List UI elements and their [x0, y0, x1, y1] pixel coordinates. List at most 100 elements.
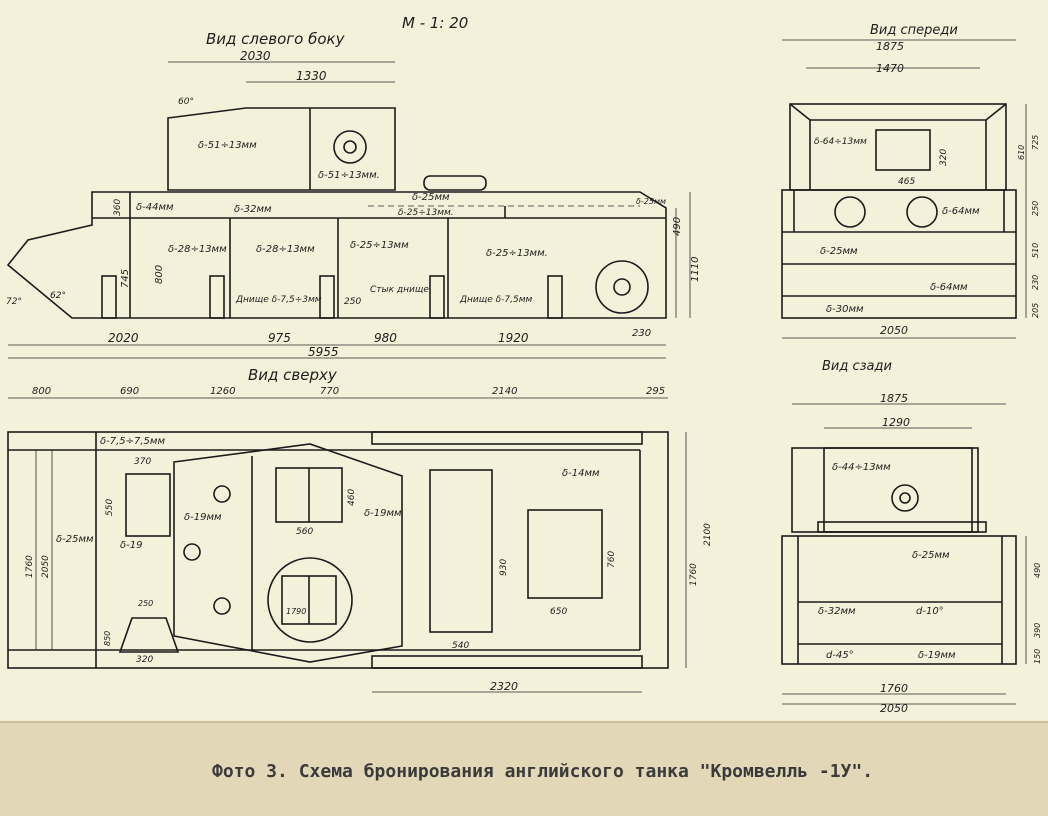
top-dim: 2320	[490, 680, 518, 693]
top-dim: 770	[320, 386, 339, 397]
top-dim: 2100	[703, 523, 713, 546]
side-dim: 2030	[240, 49, 271, 63]
side-armor-label: δ-28÷13мм	[168, 244, 227, 255]
top-armor-label: δ-19мм	[184, 512, 222, 523]
top-armor-label: δ-19мм	[364, 508, 402, 519]
top-armor-label: δ-19	[120, 540, 142, 551]
side-armor-label: δ-32мм	[234, 204, 272, 215]
top-dim: 250	[138, 599, 153, 608]
top-dim: 320	[136, 655, 153, 665]
front-armor-label: δ-64мм	[930, 282, 968, 293]
side-armor-label: δ-25÷13мм.	[486, 248, 548, 259]
top-armor-label: 1790	[286, 607, 306, 616]
top-armor-label: δ-14мм	[562, 468, 600, 479]
top-dim: 1760	[689, 563, 699, 586]
rear-dim: 390	[1033, 623, 1042, 638]
side-armor-label: δ-44мм	[136, 202, 174, 213]
side-dim: 360	[113, 199, 123, 216]
front-dim: 250	[1031, 201, 1040, 216]
rear-view: Вид сзади 1875 1290 1760 2050 490 390 15…	[781, 359, 1042, 715]
side-dim: 745	[120, 269, 131, 288]
top-dim: 760	[607, 551, 617, 568]
side-armor-label: 250	[344, 297, 361, 307]
top-dim: 2140	[492, 386, 517, 397]
front-view: Вид спереди 1875 1470 465 320 2050 725 6…	[781, 23, 1040, 339]
side-armor-label: Днище δ-7,5мм	[459, 295, 532, 305]
side-view: Вид слевого боку М - 1: 20 2030 1330 20	[6, 14, 701, 359]
rear-armor-label: δ-25мм	[912, 550, 950, 561]
side-dim: 490	[672, 217, 683, 236]
front-dim: 205	[1031, 303, 1040, 318]
rear-armor-label: δ-19мм	[918, 650, 956, 661]
top-dim: 460	[347, 489, 357, 506]
front-dim: 230	[1031, 275, 1040, 290]
top-dim: 1760	[25, 555, 35, 578]
top-dim: 690	[120, 386, 139, 397]
rear-armor-label: δ-44÷13мм	[832, 462, 891, 473]
rear-dim: 1875	[880, 392, 908, 405]
side-angle: 62°	[50, 291, 66, 301]
top-dim: 560	[296, 527, 313, 537]
photo-caption: Фото 3. Схема бронирования английского т…	[212, 761, 873, 782]
front-dim: 2050	[880, 324, 908, 337]
side-armor-label: δ-28÷13мм	[256, 244, 315, 255]
front-dim: 1470	[876, 62, 904, 75]
side-armor-label: δ-25÷13мм.	[398, 208, 454, 218]
side-angle: 60°	[178, 97, 194, 107]
front-dim: 320	[939, 149, 949, 166]
side-dim: 1920	[498, 331, 529, 345]
top-dim: 930	[499, 559, 509, 576]
side-dim: 1330	[296, 69, 327, 83]
side-armor-label: δ-25÷13мм	[350, 240, 409, 251]
top-dim: 550	[105, 499, 115, 516]
rear-dim: 1760	[880, 682, 908, 695]
top-view: Вид сверху 800 690 1260 770 2140 295 370	[7, 366, 713, 693]
side-armor-label: δ-51÷13мм.	[318, 170, 380, 181]
top-dim: 370	[134, 457, 151, 467]
front-armor-label: δ-25мм	[820, 246, 858, 257]
side-dim: 980	[374, 331, 397, 345]
side-armor-label: δ-25мм	[412, 192, 450, 203]
front-dim: 725	[1031, 135, 1040, 150]
front-dim: 510	[1031, 243, 1040, 258]
side-view-title: Вид слевого боку	[206, 30, 346, 48]
rear-dim: 1290	[882, 416, 910, 429]
front-armor-label: δ-64мм	[942, 206, 980, 217]
side-armor-label: Днище δ-7,5÷3мм	[235, 295, 322, 305]
top-dim: 1260	[210, 386, 235, 397]
top-dim: 650	[550, 607, 567, 617]
caption-strip	[0, 722, 1048, 816]
side-dim: 5955	[308, 345, 339, 359]
side-dim: 2020	[108, 331, 139, 345]
side-armor-label: Стык днище	[370, 285, 429, 295]
rear-armor-label: d-10°	[916, 606, 944, 617]
rear-dim: 2050	[880, 702, 908, 715]
rear-dim: 490	[1033, 563, 1042, 578]
side-armor-label: δ-51÷13мм	[198, 140, 257, 151]
side-dim: 975	[268, 331, 291, 345]
side-dim: 800	[154, 265, 165, 284]
top-view-title: Вид сверху	[248, 366, 338, 384]
side-angle: 72°	[6, 297, 22, 307]
top-dim: 850	[103, 631, 112, 646]
scale-label: М - 1: 20	[402, 14, 468, 32]
front-view-title: Вид спереди	[870, 23, 958, 38]
rear-dim: 150	[1033, 649, 1042, 664]
side-armor-label: δ-25мм	[636, 197, 666, 206]
rear-armor-label: δ-32мм	[818, 606, 856, 617]
side-dim: 1110	[690, 257, 701, 282]
top-dim: 800	[32, 386, 51, 397]
front-dim: 610	[1017, 145, 1026, 160]
top-armor-label: δ-25мм	[56, 534, 94, 545]
front-dim: 465	[898, 177, 915, 187]
front-armor-label: δ-30мм	[826, 304, 864, 315]
top-dim: 295	[646, 386, 665, 397]
top-armor-label: δ-7,5÷7,5мм	[100, 436, 165, 447]
top-dim: 2050	[41, 555, 51, 578]
rear-view-title: Вид сзади	[822, 359, 892, 374]
front-dim: 1875	[876, 40, 904, 53]
front-armor-label: δ-64÷13мм	[814, 137, 867, 147]
side-dim: 230	[632, 328, 651, 339]
